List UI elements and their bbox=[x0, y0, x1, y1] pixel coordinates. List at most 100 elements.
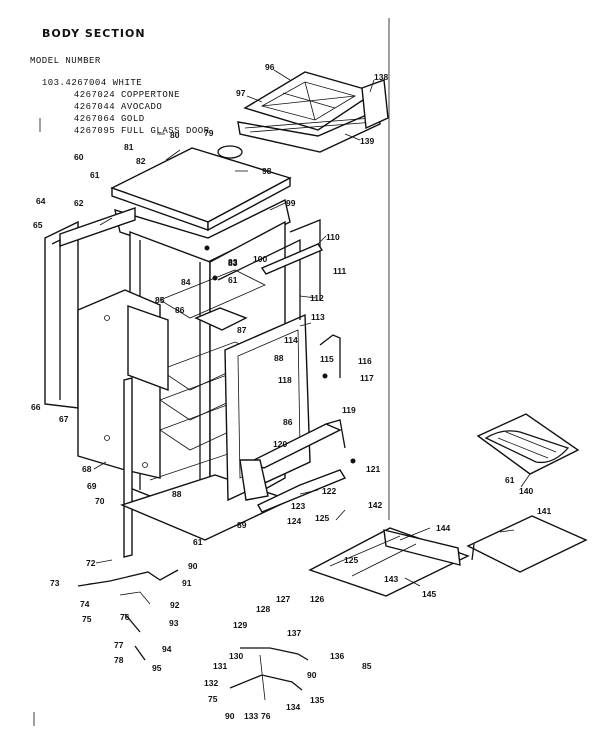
callout: 74 bbox=[80, 599, 90, 609]
side-panel-trim bbox=[51, 238, 61, 400]
callout: 77 bbox=[114, 640, 124, 650]
callout: 72 bbox=[86, 558, 96, 568]
callout: 113 bbox=[311, 312, 325, 322]
callout: 94 bbox=[162, 644, 172, 654]
callout: 84 bbox=[181, 277, 191, 287]
top-drip-pan-assembly bbox=[237, 71, 389, 153]
hinge-bracket bbox=[239, 459, 269, 501]
section-title: BODY SECTION bbox=[42, 27, 146, 40]
callout: 67 bbox=[59, 414, 69, 424]
callout: 144 bbox=[436, 523, 450, 533]
model-color: WHITE bbox=[112, 78, 143, 88]
callout: 118 bbox=[278, 375, 292, 385]
model-color: FULL GLASS DOOR bbox=[121, 126, 210, 136]
callout: 133 bbox=[244, 711, 258, 721]
callout: 86 bbox=[283, 417, 293, 427]
callout: 90 bbox=[188, 561, 198, 571]
callout: 129 bbox=[233, 620, 247, 630]
callout: 69 bbox=[87, 481, 97, 491]
callout: 125 bbox=[315, 513, 329, 523]
callout: 61 bbox=[505, 475, 515, 485]
callout: 99 bbox=[286, 198, 296, 208]
callout: 100 bbox=[253, 254, 267, 264]
callout: 112 bbox=[310, 293, 324, 303]
callout: 97 bbox=[236, 88, 246, 98]
callout: 115 bbox=[320, 354, 334, 364]
model-number: 4267044 bbox=[73, 102, 116, 112]
oven-rack bbox=[308, 527, 470, 597]
callout: 75 bbox=[82, 614, 92, 624]
inner-panel bbox=[127, 305, 169, 392]
callout: 145 bbox=[422, 589, 436, 599]
right-frame bbox=[289, 219, 321, 300]
burner-assembly-right bbox=[229, 647, 309, 701]
model-number: 4267064 bbox=[73, 114, 116, 124]
callout: 141 bbox=[537, 506, 551, 516]
callout: 79 bbox=[204, 128, 214, 138]
callout: 75 bbox=[208, 694, 218, 704]
callout: 92 bbox=[170, 600, 180, 610]
vent-bracket bbox=[194, 307, 248, 331]
model-row-2: 4267024 COPPERTONE bbox=[62, 79, 180, 101]
side-panel bbox=[44, 220, 79, 409]
callout: 119 bbox=[342, 405, 356, 415]
callout: 114 bbox=[284, 335, 298, 345]
callout: 137 bbox=[287, 628, 301, 638]
callout: 136 bbox=[330, 651, 344, 661]
callout: 91 bbox=[182, 578, 192, 588]
callout: 138 bbox=[374, 72, 388, 82]
callout: 90 bbox=[307, 670, 317, 680]
callout: 61 bbox=[90, 170, 100, 180]
callout: 66 bbox=[31, 402, 41, 412]
callout: 135 bbox=[310, 695, 324, 705]
model-row-1: 103.4267004 WHITE bbox=[30, 67, 142, 89]
model-row-3: 4267044 AVOCADO bbox=[62, 91, 162, 113]
callout: 111 bbox=[333, 266, 347, 276]
top-rail bbox=[260, 243, 324, 275]
callout: 98 bbox=[262, 166, 272, 176]
wire-ring bbox=[217, 145, 243, 159]
callout: 85 bbox=[362, 661, 372, 671]
callout-labels: 96 97 138 139 79 80 81 82 83 60 61 62 64… bbox=[31, 62, 551, 721]
model-row-4: 4267064 GOLD bbox=[62, 103, 145, 125]
callout: 90 bbox=[225, 711, 235, 721]
callout: 123 bbox=[291, 501, 305, 511]
callout: 65 bbox=[33, 220, 43, 230]
callout: 127 bbox=[276, 594, 290, 604]
callout: 60 bbox=[74, 152, 84, 162]
callout: 83 bbox=[228, 257, 238, 267]
callout: 73 bbox=[50, 578, 60, 588]
callout: 95 bbox=[152, 663, 162, 673]
bottom-rail bbox=[257, 469, 347, 513]
frame-rail bbox=[217, 238, 301, 320]
leader-lines bbox=[87, 69, 531, 587]
callout: 139 bbox=[360, 136, 374, 146]
burner-assembly-left bbox=[77, 569, 179, 661]
callout: 76 bbox=[120, 612, 130, 622]
callout: 120 bbox=[273, 439, 287, 449]
callout: 132 bbox=[204, 678, 218, 688]
handle-bracket bbox=[319, 334, 341, 378]
model-heading: MODEL NUMBER bbox=[30, 56, 101, 66]
callout: 125 bbox=[344, 555, 358, 565]
callout: 93 bbox=[169, 618, 179, 628]
callout: 76 bbox=[261, 711, 271, 721]
callout: 85 bbox=[155, 295, 165, 305]
callout: 117 bbox=[360, 373, 374, 383]
model-number: 103.4267004 bbox=[41, 78, 107, 88]
callout: 110 bbox=[326, 232, 340, 242]
callout: 122 bbox=[322, 486, 336, 496]
callout: 70 bbox=[95, 496, 105, 506]
callout: 131 bbox=[213, 661, 227, 671]
callout: 81 bbox=[124, 142, 134, 152]
callout: 142 bbox=[368, 500, 382, 510]
callout: 89 bbox=[237, 520, 247, 530]
callout: 88 bbox=[172, 489, 182, 499]
callout: 80 bbox=[170, 130, 180, 140]
callout: 88 bbox=[274, 353, 284, 363]
model-number: 4267024 bbox=[73, 90, 116, 100]
callout: 143 bbox=[384, 574, 398, 584]
model-color: AVOCADO bbox=[121, 102, 163, 112]
callout: 116 bbox=[358, 356, 372, 366]
